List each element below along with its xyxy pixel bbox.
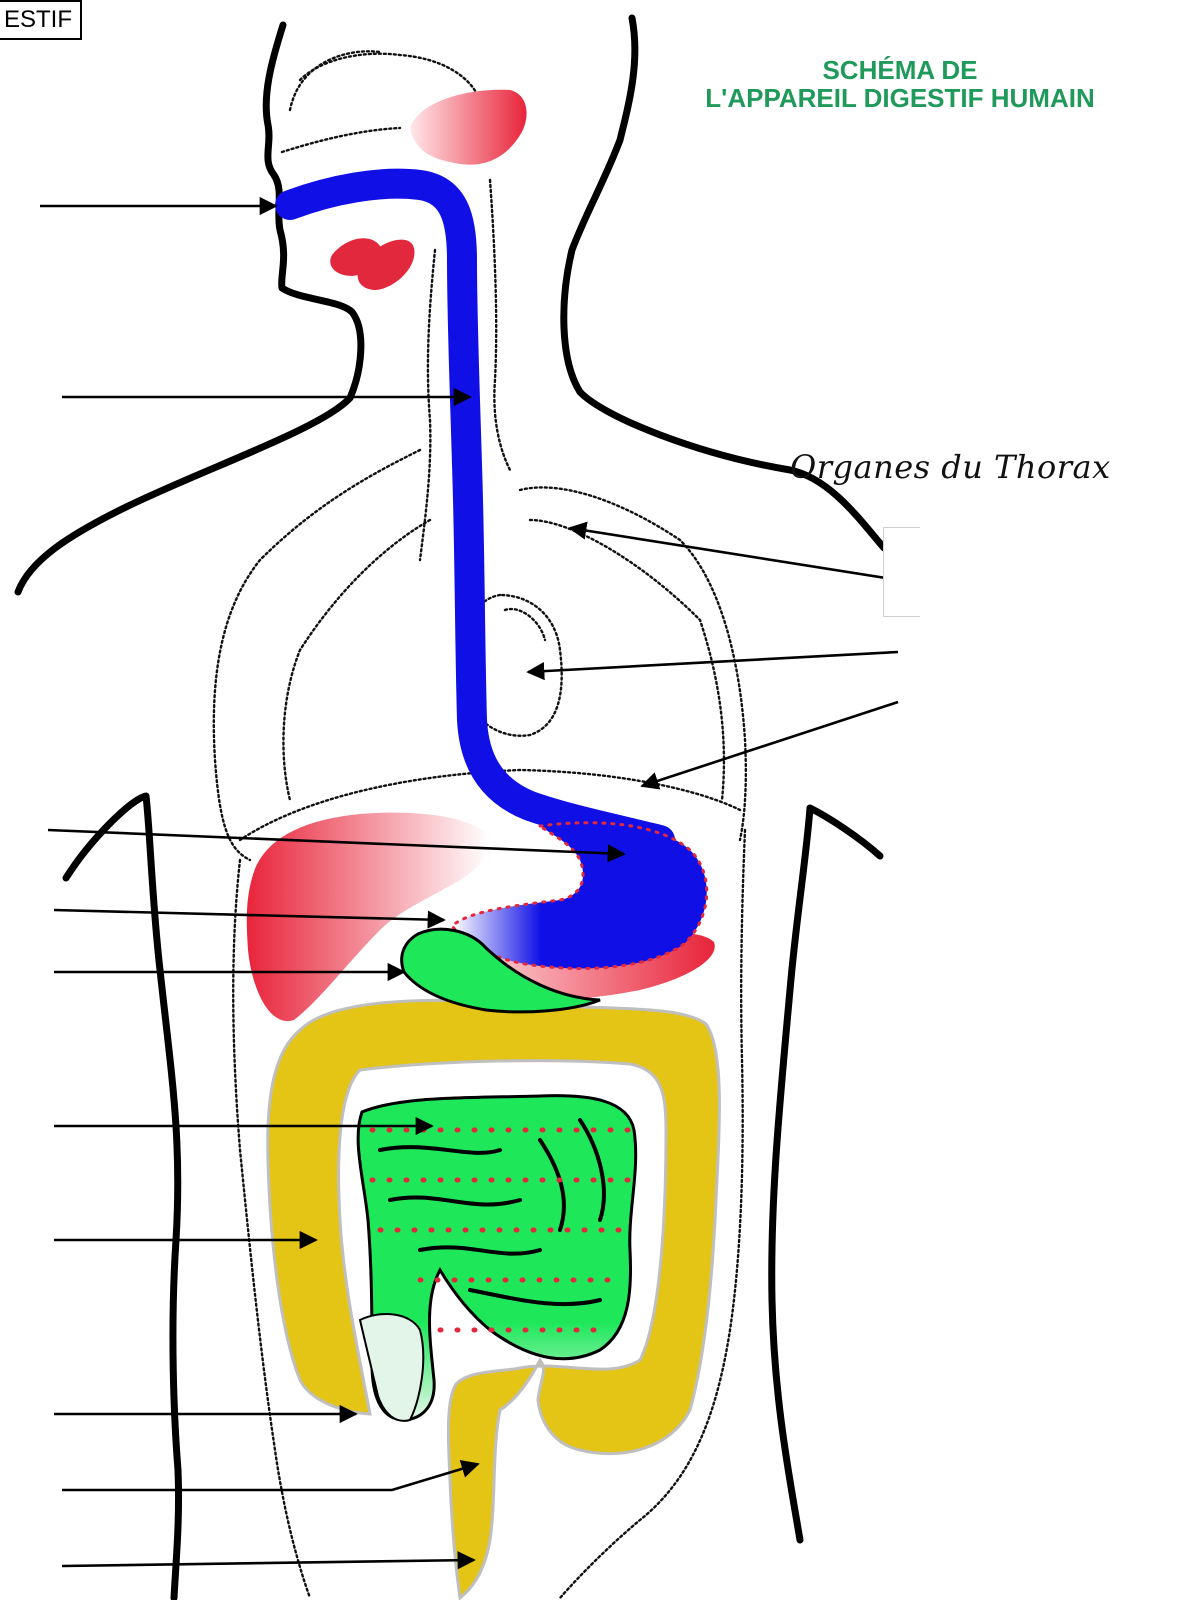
esophagus: [290, 184, 660, 840]
lung-outline-left: [214, 450, 420, 860]
header-tag: ESTIF: [0, 0, 82, 40]
title-line-2: L'APPAREIL DIGESTIF HUMAIN: [640, 84, 1160, 112]
thorax-organs-label: Organes du Thorax: [790, 448, 1111, 486]
torso-right: [772, 808, 880, 1540]
head-outline-left: [18, 25, 361, 592]
lung-inner-left: [283, 520, 430, 800]
header-tag-text: ESTIF: [4, 6, 72, 33]
parotid-gland: [410, 90, 527, 165]
answer-label-box[interactable]: [883, 527, 920, 617]
heart-inner: [505, 609, 545, 640]
arrow-icon: [62, 1464, 478, 1490]
torso-left: [66, 796, 179, 1598]
arrow-icon: [62, 1560, 474, 1566]
stomach: [452, 823, 707, 969]
palate-outline: [282, 128, 400, 152]
arrow-icon: [642, 702, 898, 786]
nasal-cavity-outline: [300, 54, 480, 100]
title-line-1: SCHÉMA DE: [640, 56, 1160, 84]
throat-outline: [420, 250, 435, 560]
diagram-title: SCHÉMA DE L'APPAREIL DIGESTIF HUMAIN: [640, 56, 1160, 112]
lung-inner-right: [530, 520, 724, 800]
spine-outline: [490, 180, 510, 470]
